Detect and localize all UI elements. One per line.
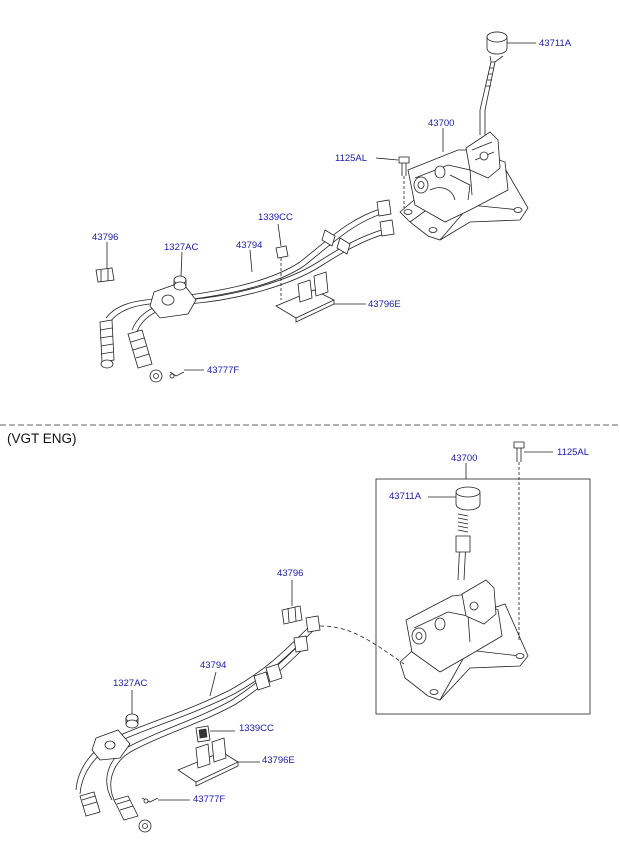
label-clip-top: 43796 — [92, 232, 118, 243]
bottom-bolt — [513, 441, 525, 640]
bottom-nut — [125, 713, 139, 729]
label-nut-top: 1327AC — [164, 242, 198, 253]
top-pin — [169, 371, 185, 379]
label-cable-top: 43794 — [236, 240, 262, 251]
bottom-leader-lines — [131, 451, 553, 801]
bottom-bracket — [177, 737, 239, 787]
label-shift-knob-top: 43711A — [539, 38, 572, 49]
label-shift-knob-bottom: 43711A — [389, 491, 422, 502]
top-shift-knob — [486, 31, 508, 63]
section-title-vgt-eng: (VGT ENG) — [7, 431, 77, 446]
label-nut-bottom: 1327AC — [113, 678, 147, 689]
label-lever-assembly-bottom: 43700 — [451, 453, 477, 464]
label-clip-bottom: 43796 — [277, 568, 303, 579]
top-leader-lines — [106, 42, 536, 371]
top-nut — [173, 275, 187, 291]
top-clamp — [275, 245, 289, 300]
top-clip — [95, 267, 115, 283]
top-bracket — [275, 271, 335, 323]
label-pin-top: 43777F — [207, 365, 239, 376]
top-bolt — [398, 156, 410, 208]
bottom-cable-assembly — [75, 615, 405, 833]
label-bolt-bottom: 1125AL — [557, 447, 589, 458]
top-section: 43711A 43700 1125AL 1339CC 43796 1327AC … — [92, 31, 572, 383]
label-clamp-bottom: 1339CC — [239, 723, 274, 734]
bottom-section: (VGT ENG) — [7, 431, 591, 833]
label-bolt-top: 1125AL — [335, 153, 367, 164]
label-clamp-top: 1339CC — [258, 212, 293, 223]
label-pin-bottom: 43777F — [193, 794, 225, 805]
bottom-pin — [141, 797, 159, 804]
label-bracket-top: 43796E — [368, 299, 401, 310]
bottom-clip — [281, 605, 303, 625]
label-lever-assembly-top: 43700 — [428, 118, 454, 129]
lever-assembly-box — [375, 478, 591, 715]
bottom-shift-knob — [455, 486, 481, 511]
top-cable-assembly — [99, 199, 395, 383]
bottom-clamp — [195, 725, 211, 743]
label-cable-bottom: 43794 — [200, 660, 226, 671]
label-bracket-bottom: 43796E — [262, 755, 295, 766]
bottom-shift-lever-assembly — [399, 513, 529, 701]
top-shift-lever-assembly — [399, 61, 529, 241]
